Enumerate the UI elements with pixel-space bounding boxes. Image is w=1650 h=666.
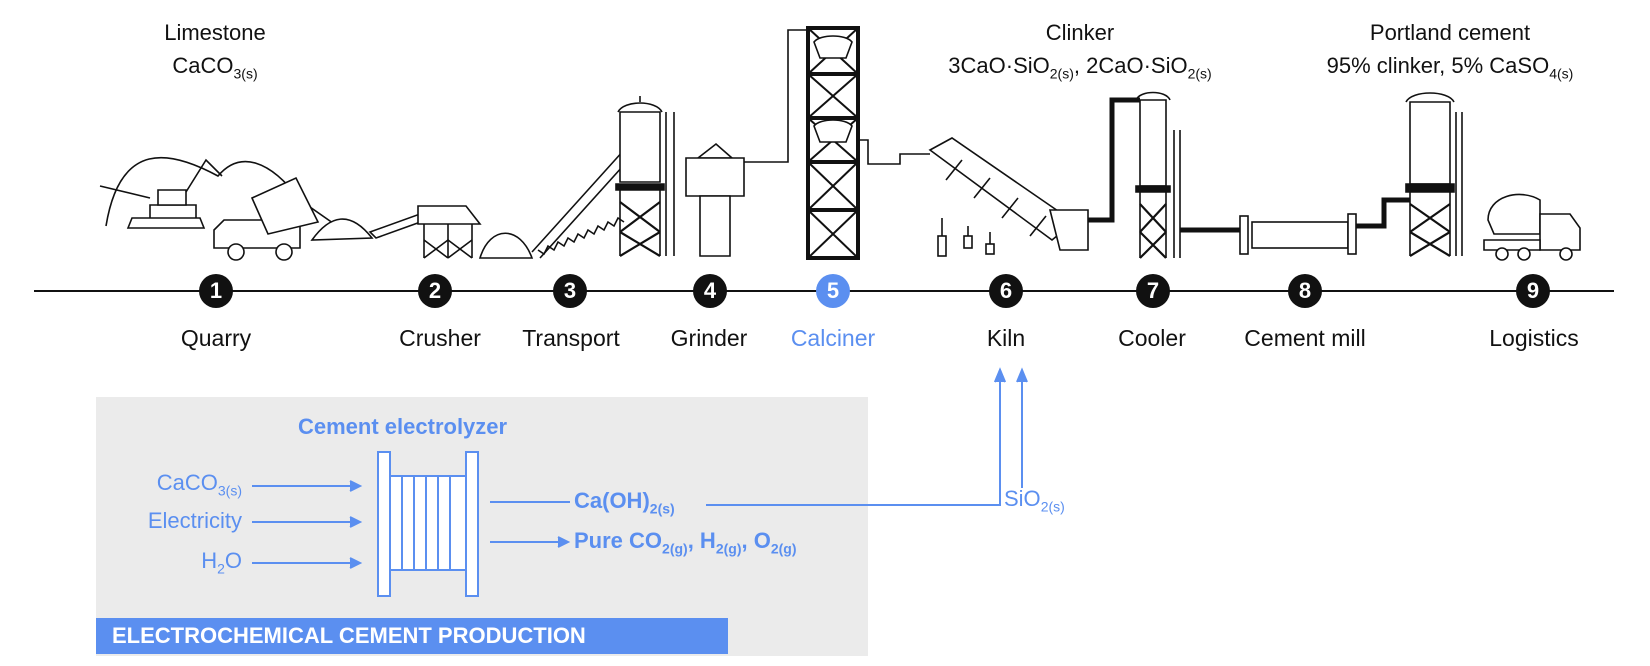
header-limestone: Limestone CaCO3(s)	[138, 16, 292, 84]
input-caco3: CaCO3(s)	[156, 470, 242, 499]
output-caoh: Ca(OH)2(s)	[574, 488, 675, 517]
limestone-formula: CaCO3(s)	[172, 53, 258, 82]
stage-5-label: Calciner	[790, 325, 876, 351]
calciner-tower-icon	[806, 26, 860, 260]
electrochemical-banner: ELECTROCHEMICAL CEMENT PRODUCTION	[96, 618, 728, 654]
stage-9-label: Logistics	[1489, 325, 1579, 351]
crusher-icon	[368, 205, 482, 259]
stage-7-label: Cooler	[1118, 325, 1186, 351]
stage-4-label: Grinder	[670, 325, 748, 351]
dump-truck-icon	[213, 176, 374, 261]
electrolyzer-title: Cement electrolyzer	[298, 414, 508, 439]
transport-conveyor-icon	[478, 149, 633, 259]
stage-8-number: 8	[1288, 274, 1322, 308]
portland-formula: 95% clinker, 5% CaSO4(s)	[1326, 53, 1574, 82]
stage-3-number: 3	[553, 274, 587, 308]
stage-6-number: 6	[989, 274, 1023, 308]
limestone-name: Limestone	[164, 20, 266, 45]
stage-7-number: 7	[1136, 274, 1170, 308]
cement-truck-icon	[1483, 193, 1581, 261]
stage-3-label: Transport	[522, 325, 620, 351]
silo-tower-icon	[615, 96, 675, 257]
clinker-formula: 3CaO·SiO2(s), 2CaO·SiO2(s)	[948, 53, 1212, 82]
header-clinker: Clinker 3CaO·SiO2(s), 2CaO·SiO2(s)	[910, 16, 1250, 84]
stage-6-label: Kiln	[986, 325, 1026, 351]
rotary-kiln-icon	[928, 137, 1089, 257]
stage-1-number: 1	[199, 274, 233, 308]
electrochemical-panel	[96, 397, 868, 656]
stage-2-number: 2	[418, 274, 452, 308]
stage-1-label: Quarry	[180, 325, 252, 351]
input-sio2: SiO2(s)	[1004, 486, 1065, 515]
input-electricity: Electricity	[147, 508, 242, 533]
stage-4-number: 4	[693, 274, 727, 308]
header-portland: Portland cement 95% clinker, 5% CaSO4(s)	[1298, 16, 1602, 84]
stage-9-number: 9	[1516, 274, 1550, 308]
cement-mill-icon	[1239, 213, 1357, 255]
quarry-excavator-icon	[99, 156, 341, 229]
input-h2o: H2O	[201, 548, 242, 577]
cement-silo-icon	[1405, 92, 1463, 257]
stage-5-number: 5	[816, 274, 850, 308]
output-gases: Pure CO2(g), H2(g), O2(g)	[574, 528, 797, 557]
stage-8-label: Cement mill	[1244, 325, 1366, 351]
grinder-icon	[685, 29, 812, 257]
portland-name: Portland cement	[1369, 20, 1531, 45]
stage-2-label: Crusher	[399, 325, 481, 351]
clinker-name: Clinker	[1045, 20, 1115, 45]
cooler-tower-icon	[1135, 91, 1181, 259]
